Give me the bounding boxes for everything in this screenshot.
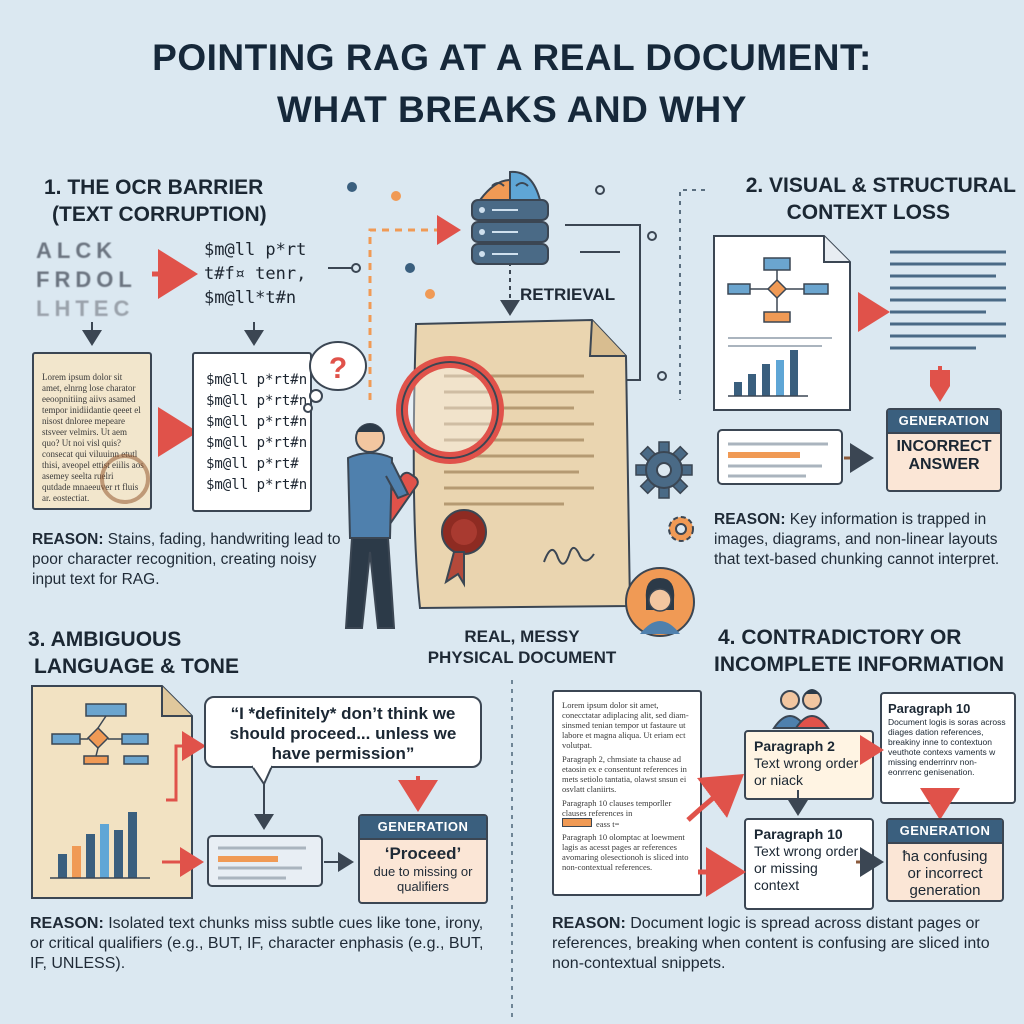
section3-document xyxy=(31,685,193,899)
parchment-document xyxy=(412,318,632,610)
section2-reason: REASON: Key information is trapped in im… xyxy=(714,511,1000,568)
generation-header: GENERATION xyxy=(888,820,1002,844)
card-paragraph-2: Paragraph 2 Text wrong order or niack xyxy=(744,730,874,800)
page-title: POINTING RAG AT A REAL DOCUMENT: WHAT BR… xyxy=(0,32,1024,136)
quote-text: “I *definitely* don’t think we should pr… xyxy=(229,704,457,763)
blurred-letters: ALCK FRDOL LHTEC xyxy=(36,238,137,321)
section3-chunk-card xyxy=(207,835,323,887)
card-paragraph-10-top: Paragraph 10 Document logis is soras acr… xyxy=(880,692,1016,804)
title-line-2: WHAT BREAKS AND WHY xyxy=(277,89,747,130)
noisy-text-page: $m@ll p*rt#n $m@ll p*rt#n $m@ll p*rt#n $… xyxy=(192,352,312,512)
generation-result: ħa confusing or incorrect generation xyxy=(902,848,988,899)
generation-sub: due to missing or qualifiers xyxy=(373,864,473,894)
stained-source-document: Lorem ipsum dolor sit amet, elnrng lose … xyxy=(32,352,152,510)
down-arrow-section2 xyxy=(930,366,950,402)
text-chunk-card xyxy=(717,429,874,485)
section3-title: 3. AMBIGUOUS LANGUAGE & TONE xyxy=(28,628,239,678)
retrieval-dashed-arrow xyxy=(368,215,461,400)
title-line-1: POINTING RAG AT A REAL DOCUMENT: xyxy=(152,37,872,78)
quote-bubble: “I *definitely* don’t think we should pr… xyxy=(204,696,482,768)
coffee-stain xyxy=(100,454,150,504)
people-icon xyxy=(772,689,830,729)
section3-generation-box: GENERATION ‘Proceed’ due to missing or q… xyxy=(358,814,488,904)
section3-reason: REASON: Isolated text chunks miss subtle… xyxy=(30,915,484,972)
section4-title: 4. CONTRADICTORY OR INCOMPLETE INFORMATI… xyxy=(714,626,1005,676)
person-figure xyxy=(344,423,410,629)
brain-database-icon xyxy=(471,170,549,265)
ocr-output-text: $m@ll p*rt t#f¤ tenr, $m@ll*t#n xyxy=(204,240,307,308)
section2-generation-box: GENERATION INCORRECT ANSWER xyxy=(886,408,1002,492)
woman-avatar-icon xyxy=(625,567,695,637)
document-label: REAL, MESSY PHYSICAL DOCUMENT xyxy=(427,627,617,667)
retrieval-label: RETRIEVAL xyxy=(520,285,616,304)
generation-main: ‘Proceed’ xyxy=(384,844,462,863)
generation-answer: INCORRECT ANSWER xyxy=(896,438,992,473)
svg-text:?: ? xyxy=(329,352,347,385)
section4-reason: REASON: Document logic is spread across … xyxy=(552,915,990,972)
section4-document: Lorem ipsum dolor sit amet, conecctatar … xyxy=(552,690,702,896)
diagram-page xyxy=(713,235,851,411)
small-gear-icon xyxy=(668,516,694,542)
section2-title: 2. VISUAL & STRUCTURAL CONTEXT LOSS xyxy=(745,174,1016,224)
stained-document-text: Lorem ipsum dolor sit amet, elnrng lose … xyxy=(42,372,144,503)
extracted-text-lines xyxy=(858,250,1006,350)
noisy-text-lines: $m@ll p*rt#n $m@ll p*rt#n $m@ll p*rt#n $… xyxy=(206,372,308,493)
highlight-chip xyxy=(562,818,592,827)
question-thought-bubble: ? xyxy=(303,341,367,413)
gear-icon xyxy=(635,441,693,499)
generation-header: GENERATION xyxy=(888,410,1000,434)
section4-generation-box: GENERATION ħa confusing or incorrect gen… xyxy=(886,818,1004,902)
generation-header: GENERATION xyxy=(360,816,486,840)
section1-title: 1. THE OCR BARRIER (TEXT CORRUPTION) xyxy=(44,176,267,226)
section1-reason: REASON: Stains, fading, handwriting lead… xyxy=(32,531,341,588)
quote-bubble-tail xyxy=(251,764,273,786)
